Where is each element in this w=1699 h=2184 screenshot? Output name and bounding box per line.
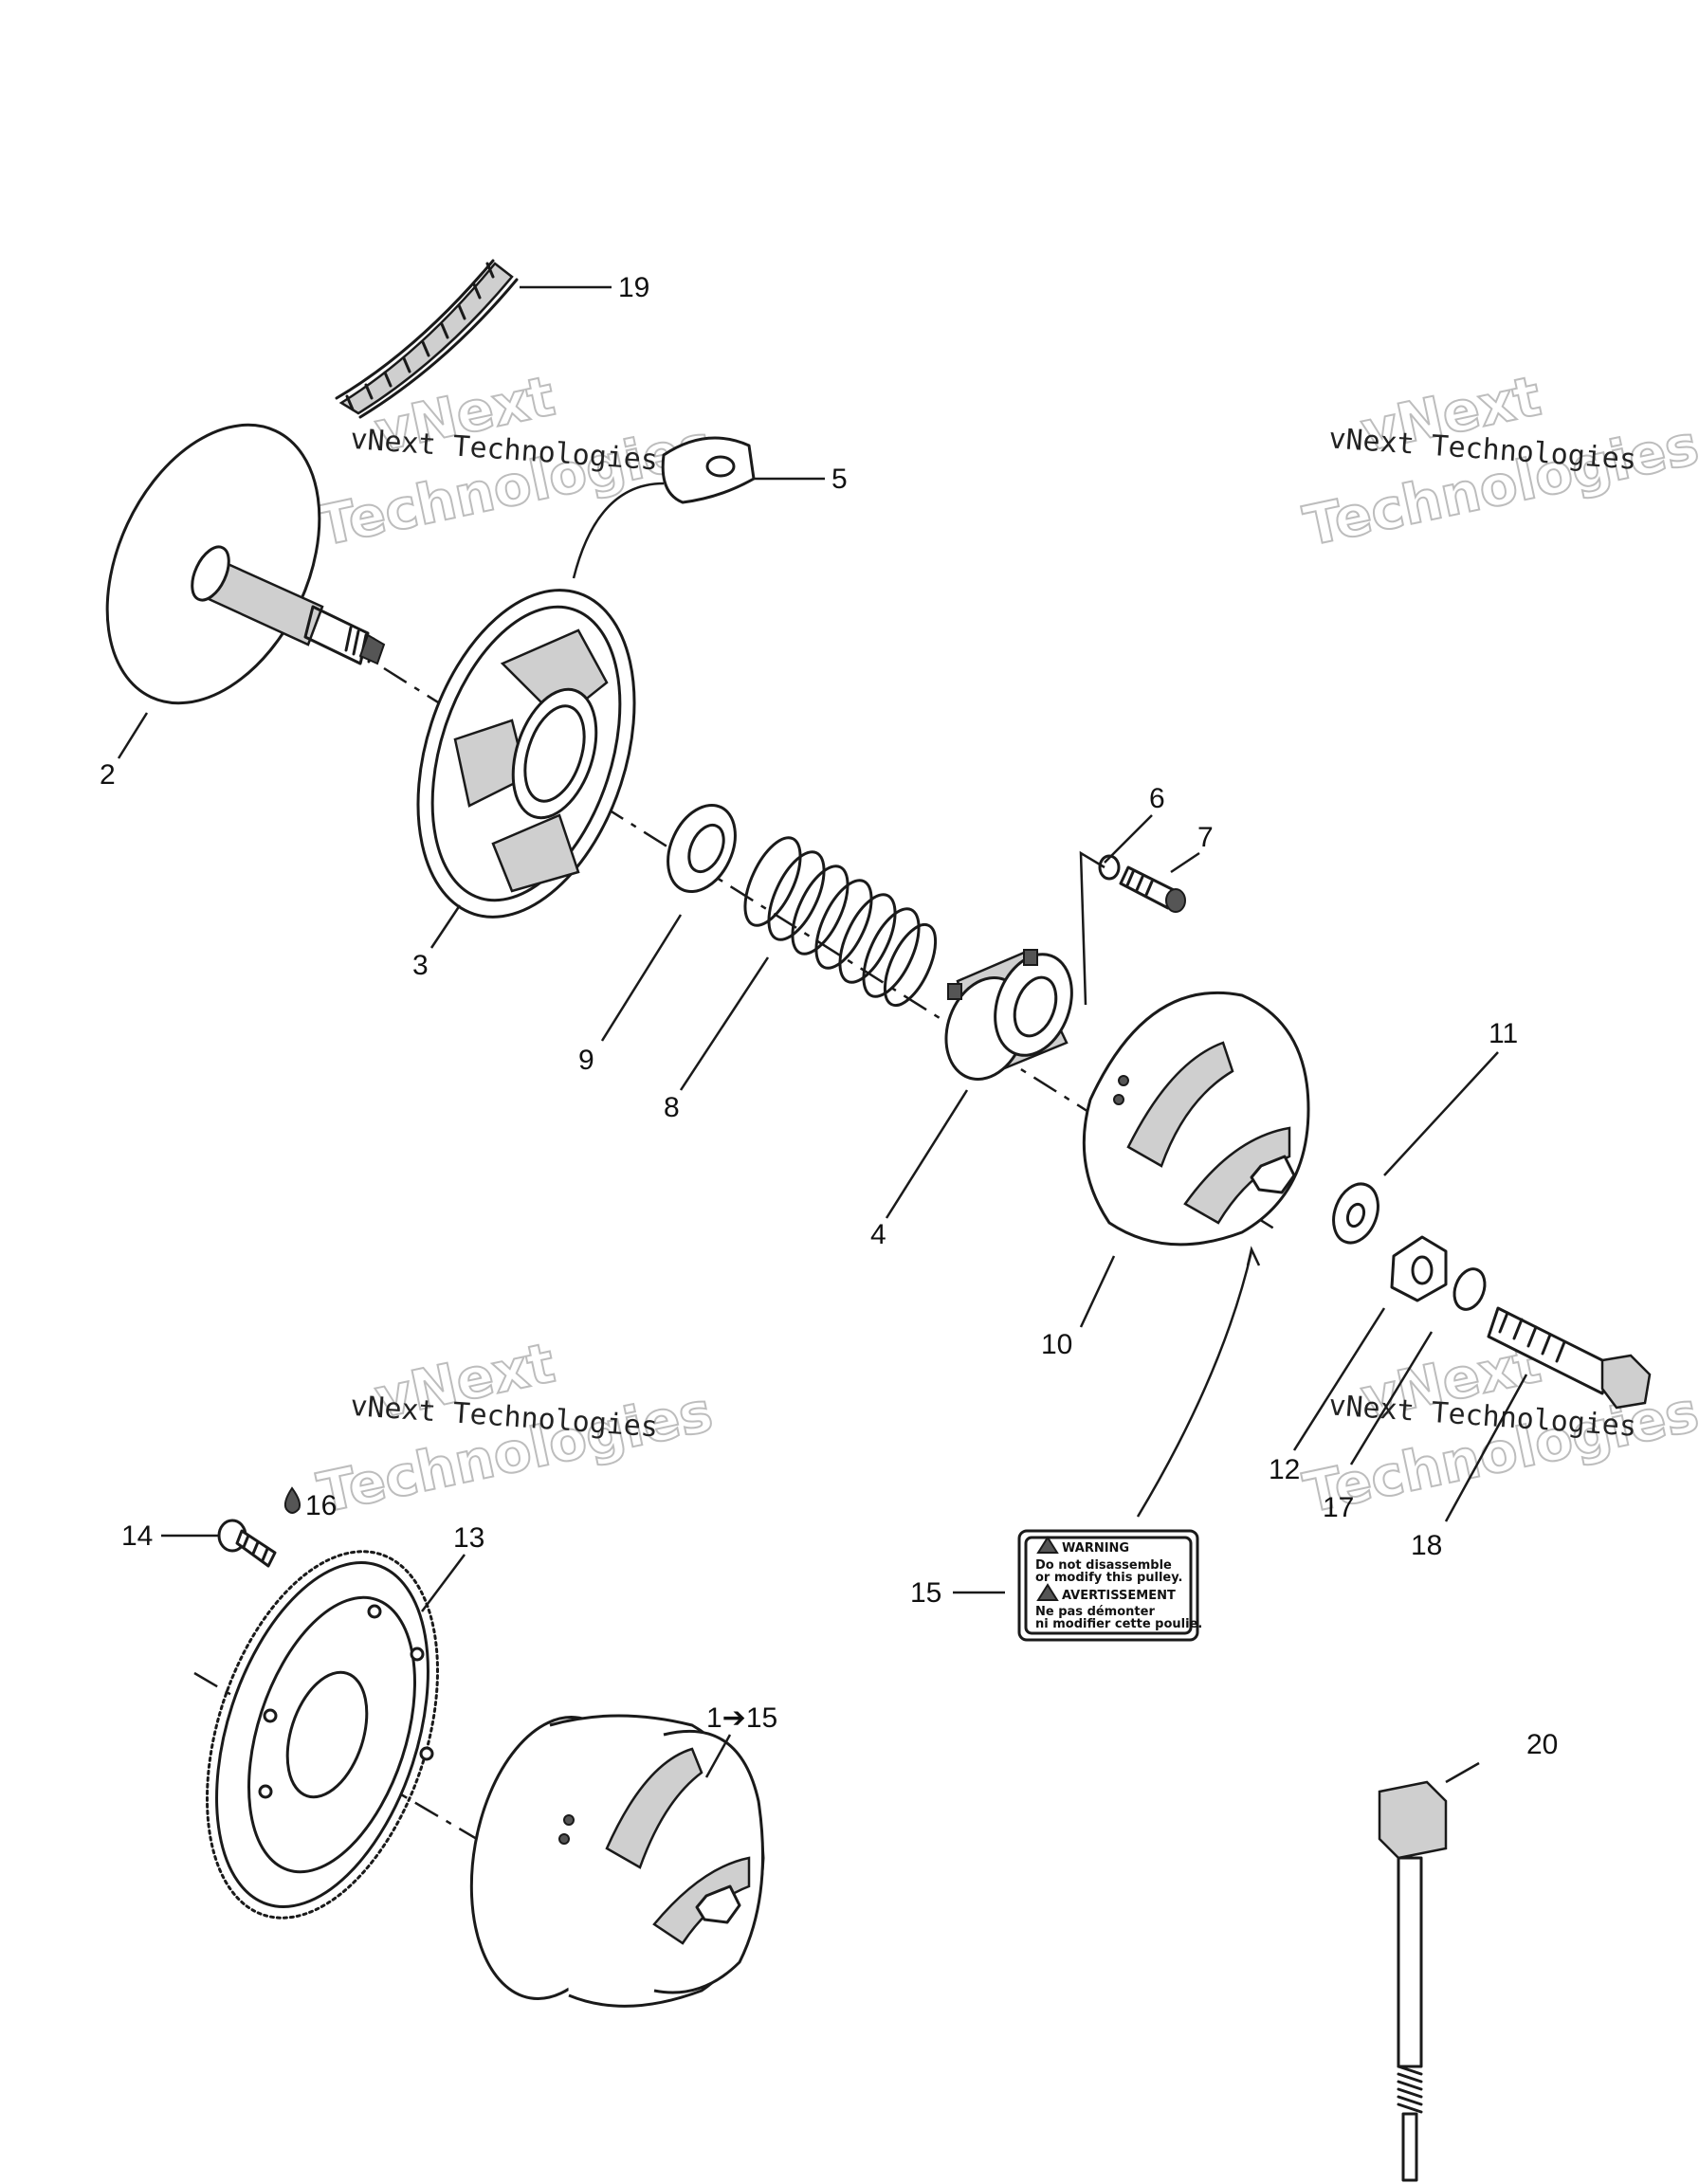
leader-18	[1444, 1374, 1528, 1522]
part-11-washer	[1332, 1182, 1379, 1245]
callout-16: 16	[305, 1490, 337, 1521]
callout-8: 8	[664, 1092, 680, 1123]
leader-10	[1079, 1255, 1116, 1328]
warning-triangle-icon	[1036, 1536, 1059, 1554]
callout-11: 11	[1489, 1018, 1518, 1049]
part-18-bolt	[1487, 1306, 1652, 1410]
part-2-fixed-sheave	[105, 423, 386, 705]
label-text-2b: ni modifier cette poulie.	[1035, 1617, 1202, 1631]
leader-15-arrowhead	[1246, 1246, 1261, 1266]
callout-20: 20	[1526, 1729, 1558, 1760]
leader-9	[600, 914, 683, 1042]
leader-13	[421, 1554, 466, 1612]
callout-18: 18	[1411, 1530, 1442, 1561]
leader-3	[429, 904, 462, 949]
leader-6-7-bracket	[1079, 850, 1105, 1006]
callout-3: 3	[412, 950, 429, 981]
part-19-belt	[335, 259, 519, 419]
callout-10: 10	[1041, 1329, 1072, 1360]
part-15-warning-label: WARNING Do not disassemble or modify thi…	[1017, 1529, 1202, 1642]
leader-7	[1170, 851, 1200, 874]
drop-icon	[283, 1486, 301, 1514]
callout-4: 4	[870, 1219, 886, 1250]
leader-6	[1104, 814, 1153, 864]
callout-9: 9	[578, 1045, 594, 1076]
leader-11	[1383, 1051, 1499, 1176]
part-7-screw	[1119, 865, 1186, 913]
label-text-1a: Do not disassemble	[1035, 1558, 1172, 1573]
part-5-clip	[661, 436, 756, 504]
label-heading-2: AVERTISSEMENT	[1062, 1589, 1176, 1603]
label-heading-1: WARNING	[1062, 1541, 1129, 1556]
part-4-bushing	[944, 949, 1073, 1081]
callout-13: 13	[453, 1522, 484, 1554]
part-9-washer	[667, 803, 737, 894]
callout-2: 2	[100, 759, 116, 791]
callout-17: 17	[1323, 1492, 1354, 1523]
callout-1: 1➔15	[706, 1702, 777, 1734]
leader-12	[1292, 1307, 1386, 1451]
callout-12: 12	[1269, 1454, 1300, 1485]
warning-triangle-icon	[1036, 1583, 1059, 1601]
leader-15-to-sheave	[1136, 1250, 1253, 1518]
leader-20	[1445, 1761, 1480, 1784]
leader-2	[117, 712, 149, 759]
part-3-ramp-plate	[416, 589, 636, 919]
part-20-tool	[1378, 1780, 1448, 2182]
callout-7: 7	[1197, 822, 1214, 853]
callout-15: 15	[910, 1577, 941, 1609]
label-text-1b: or modify this pulley.	[1035, 1571, 1182, 1585]
callout-14: 14	[121, 1520, 153, 1552]
leader-4	[885, 1089, 969, 1219]
callout-5: 5	[831, 464, 848, 495]
callout-6: 6	[1149, 783, 1165, 814]
part-8-spring	[743, 836, 938, 1008]
part-12-nut	[1390, 1235, 1448, 1302]
leader-8	[679, 956, 770, 1091]
part-10-movable-sheave	[1082, 991, 1310, 1247]
part-17-lock-washer	[1452, 1267, 1487, 1311]
callout-19: 19	[618, 272, 649, 303]
leader-17	[1349, 1331, 1434, 1465]
part-14-screw	[217, 1519, 277, 1568]
leader-5-to-plate	[572, 482, 665, 579]
part-1-drive-pulley-assembly	[469, 1714, 765, 2008]
part-13-ring-gear	[205, 1550, 440, 1920]
leader-1	[704, 1734, 732, 1778]
label-text-2a: Ne pas démonter	[1035, 1605, 1155, 1619]
